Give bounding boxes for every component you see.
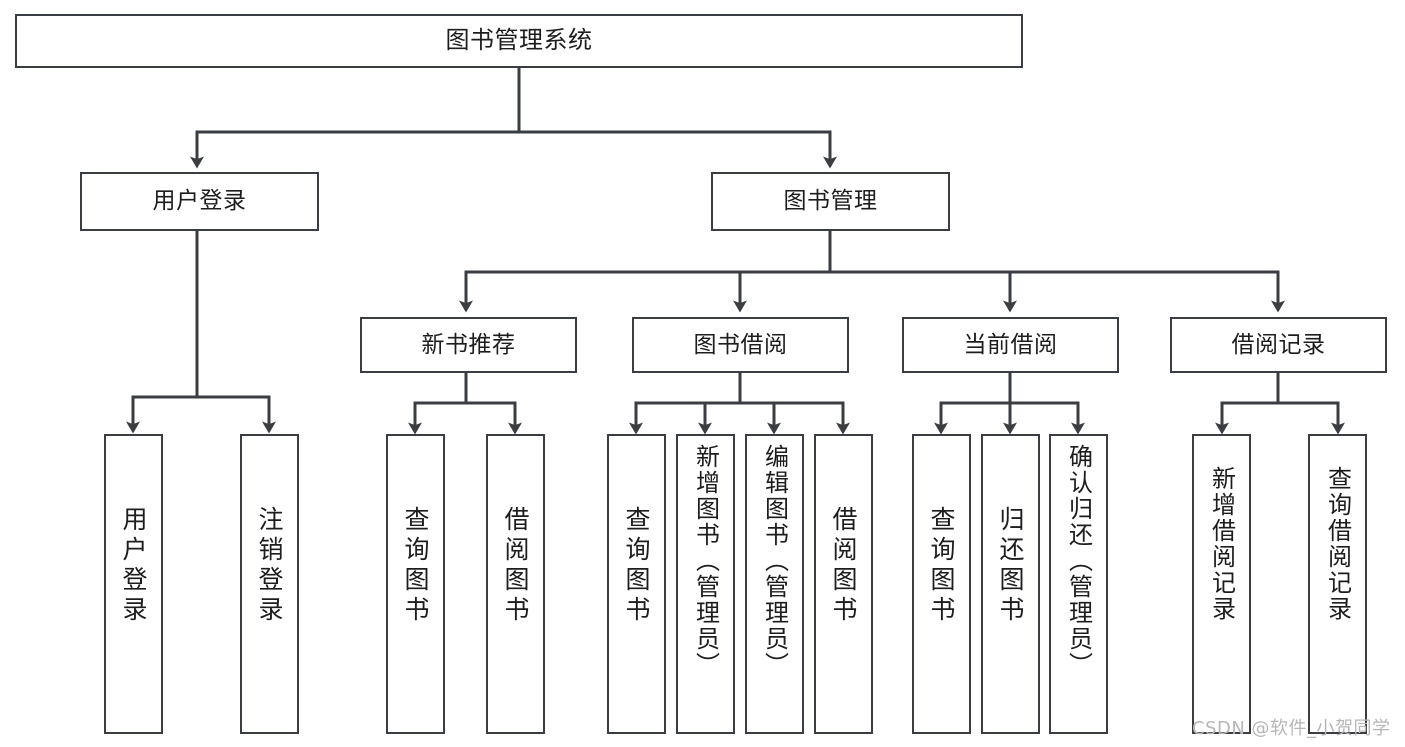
node-book-borrow[interactable]: 图书借阅 — [632, 317, 849, 373]
node-leaf-confirm-return-label: 确认归还（管理员） — [1064, 444, 1093, 678]
node-borrow-record-label: 借阅记录 — [1231, 331, 1326, 358]
node-leaf-query-book-1-label: 查询图书 — [401, 506, 430, 626]
node-leaf-user-login-label: 用户登录 — [119, 506, 148, 626]
node-leaf-borrow-book-1-label: 借阅图书 — [501, 506, 530, 626]
node-leaf-logout[interactable]: 注销登录 — [240, 434, 299, 734]
node-leaf-query-record-label: 查询借阅记录 — [1323, 466, 1352, 622]
node-leaf-query-book-2-label: 查询图书 — [622, 506, 651, 626]
node-leaf-query-book-3[interactable]: 查询图书 — [912, 434, 971, 734]
node-current-borrow[interactable]: 当前借阅 — [902, 317, 1119, 373]
node-borrow-record[interactable]: 借阅记录 — [1170, 317, 1387, 373]
node-leaf-add-book-label: 新增图书（管理员） — [691, 444, 720, 678]
node-leaf-borrow-book-2-label: 借阅图书 — [829, 506, 858, 626]
node-leaf-return-book-label: 归还图书 — [996, 506, 1025, 626]
node-leaf-borrow-book-2[interactable]: 借阅图书 — [814, 434, 873, 734]
node-leaf-borrow-book-1[interactable]: 借阅图书 — [486, 434, 545, 734]
node-leaf-add-record-label: 新增借阅记录 — [1207, 466, 1236, 622]
node-current-borrow-label: 当前借阅 — [963, 331, 1058, 358]
node-user-login-label: 用户登录 — [152, 188, 247, 215]
node-leaf-query-book-1[interactable]: 查询图书 — [386, 434, 445, 734]
node-leaf-confirm-return[interactable]: 确认归还（管理员） — [1049, 434, 1108, 734]
node-leaf-query-book-3-label: 查询图书 — [927, 506, 956, 626]
node-new-book-rec[interactable]: 新书推荐 — [360, 317, 577, 373]
node-book-manage[interactable]: 图书管理 — [711, 172, 950, 231]
node-book-borrow-label: 图书借阅 — [693, 331, 788, 358]
node-leaf-logout-label: 注销登录 — [255, 506, 284, 626]
node-leaf-query-record[interactable]: 查询借阅记录 — [1308, 434, 1367, 734]
node-leaf-return-book[interactable]: 归还图书 — [981, 434, 1040, 734]
node-book-manage-label: 图书管理 — [783, 188, 878, 215]
node-user-login[interactable]: 用户登录 — [80, 172, 319, 231]
node-leaf-edit-book[interactable]: 编辑图书（管理员） — [745, 434, 804, 734]
node-root-label: 图书管理系统 — [445, 26, 593, 55]
node-root[interactable]: 图书管理系统 — [15, 14, 1023, 68]
node-leaf-add-record[interactable]: 新增借阅记录 — [1192, 434, 1251, 734]
node-new-book-rec-label: 新书推荐 — [421, 331, 516, 358]
node-leaf-query-book-2[interactable]: 查询图书 — [607, 434, 666, 734]
node-leaf-add-book[interactable]: 新增图书（管理员） — [676, 434, 735, 734]
node-leaf-edit-book-label: 编辑图书（管理员） — [760, 444, 789, 678]
node-leaf-user-login[interactable]: 用户登录 — [104, 434, 163, 734]
